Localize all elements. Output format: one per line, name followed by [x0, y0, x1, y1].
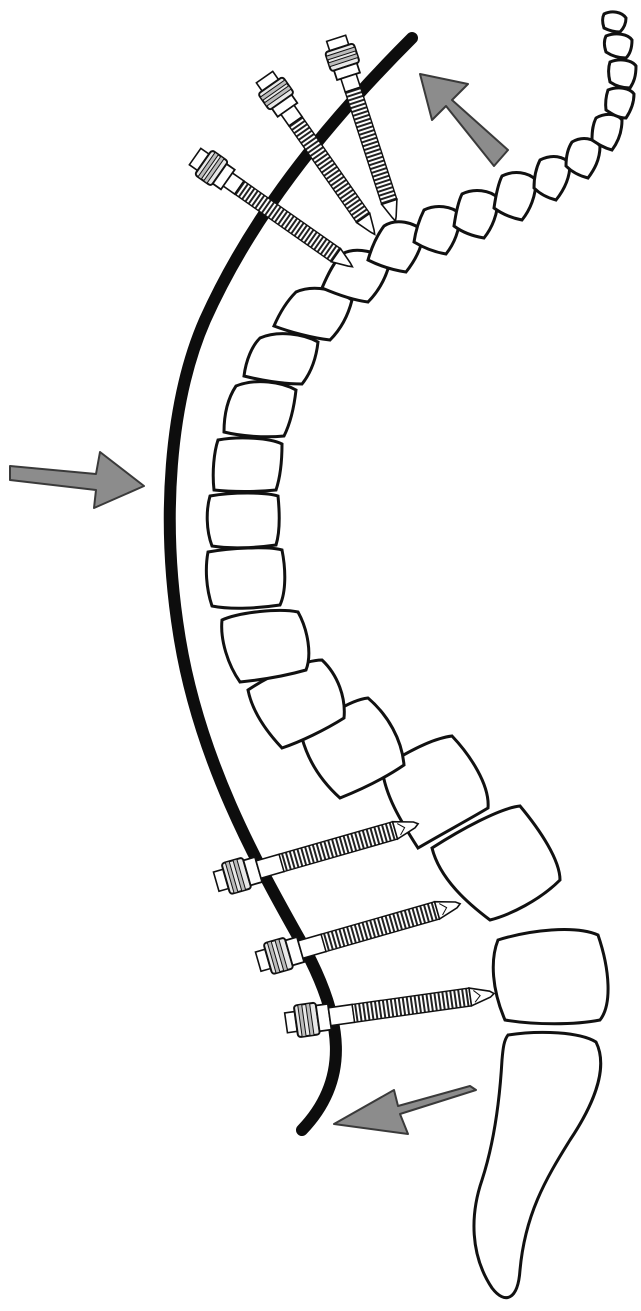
vertebra: [606, 88, 634, 118]
vertebra: [222, 610, 309, 682]
vertebra: [605, 34, 633, 58]
arrow-left-middle-icon: [10, 452, 144, 508]
vertebra: [494, 173, 536, 220]
vertebra: [493, 930, 608, 1024]
arrow-lower-left-icon: [334, 1086, 476, 1134]
vertebra: [454, 191, 498, 238]
pedicle-screw-lower-3: [284, 978, 496, 1039]
arrow-upper-right-icon: [420, 74, 508, 166]
vertebra: [609, 60, 637, 88]
vertebra: [224, 382, 296, 437]
sacrum: [474, 1032, 601, 1297]
vertebra: [414, 207, 460, 254]
vertebra: [213, 438, 282, 492]
vertebra: [244, 334, 318, 384]
vertebra: [206, 548, 284, 608]
vertebra: [207, 493, 279, 548]
vertebra: [603, 12, 627, 32]
vertebra: [566, 139, 600, 178]
